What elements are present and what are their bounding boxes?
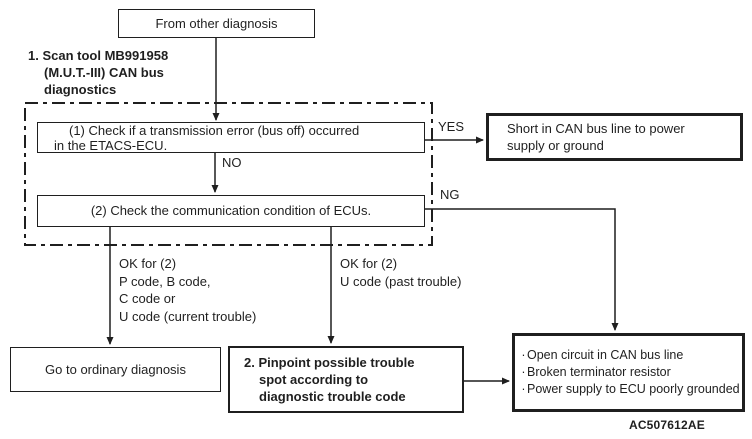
branch-current-line4: U code (current trouble) [119,308,257,324]
step1-note-line3: diagnostics [44,82,117,97]
open-cause-2: Broken terminator resistor [527,365,671,379]
branch-label-past-trouble: OK for (2) U code (past trouble) [340,255,461,290]
node-short-in-can-bus: Short in CAN bus line to power supply or… [486,113,743,161]
open-cause-3: Power supply to ECU poorly grounded [527,382,740,396]
edge-label-no: NO [222,155,242,170]
node-open-circuit-causes: ·Open circuit in CAN bus line ·Broken te… [512,333,745,412]
step1-note-line1: 1. Scan tool MB991958 [28,48,169,63]
node-from-other-diagnosis: From other diagnosis [118,9,315,38]
ordinary-label: Go to ordinary diagnosis [45,361,186,377]
short-result-line2: supply or ground [507,138,604,153]
check1-line1: (1) Check if a transmission error (bus o… [69,122,360,138]
node-ordinary-diagnosis: Go to ordinary diagnosis [10,347,221,392]
branch-past-line2: U code (past trouble) [340,273,462,289]
check2-label: (2) Check the communication condition of… [90,203,372,218]
node-check-communication: (2) Check the communication condition of… [37,195,425,227]
node-from-other-diagnosis-label: From other diagnosis [155,15,278,31]
branch-current-line1: OK for (2) [119,256,177,271]
figure-code: AC507612AE [628,418,705,432]
bullet-icon: · [521,382,526,396]
branch-current-line3: C code or [119,291,176,306]
node-check-transmission-error: (1) Check if a transmission error (bus o… [37,122,425,153]
pinpoint-line3: diagnostic trouble code [259,389,406,404]
step1-note-line2: (M.U.T.-III) CAN bus [44,65,164,80]
branch-label-current-trouble: OK for (2) P code, B code, C code or U c… [119,255,256,325]
bullet-icon: · [521,365,526,379]
pinpoint-line1: 2. Pinpoint possible trouble [244,355,415,370]
open-cause-1: Open circuit in CAN bus line [527,348,684,362]
node-pinpoint-trouble-spot: 2. Pinpoint possible trouble spot accord… [228,346,464,413]
bullet-icon: · [521,348,526,362]
edge-label-yes: YES [438,119,465,134]
step1-note: 1. Scan tool MB991958 (M.U.T.-III) CAN b… [28,47,168,98]
open-cause-item: ·Broken terminator resistor [520,364,742,381]
open-cause-item: ·Power supply to ECU poorly grounded [520,381,742,398]
open-cause-item: ·Open circuit in CAN bus line [520,347,742,364]
branch-current-line2: P code, B code, [119,273,211,289]
check1-line2: in the ETACS-ECU. [54,137,168,153]
edge-label-ng: NG [440,187,460,202]
branch-past-line1: OK for (2) [340,256,398,271]
pinpoint-line2: spot according to [259,372,369,387]
short-result-line1: Short in CAN bus line to power [507,121,685,136]
